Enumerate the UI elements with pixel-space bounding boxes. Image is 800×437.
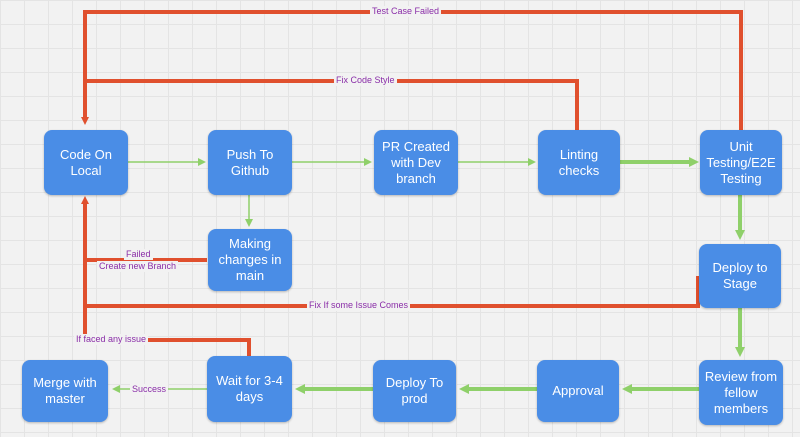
node-making-changes[interactable]: Making changes in main — [208, 229, 292, 291]
node-deploy-to-stage[interactable]: Deploy to Stage — [699, 244, 781, 308]
label-create-new-branch: Create new Branch — [97, 261, 179, 272]
node-merge[interactable]: Merge with master — [22, 360, 108, 422]
node-approval[interactable]: Approval — [537, 360, 619, 422]
label-if-faced-issue: If faced any issue — [74, 334, 149, 345]
edge-faced-issue-loop — [83, 306, 251, 356]
node-code-on-local[interactable]: Code On Local — [44, 130, 128, 195]
label-failed: Failed — [124, 249, 153, 260]
node-review[interactable]: Review from fellow members — [699, 360, 783, 425]
node-wait[interactable]: Wait for 3-4 days — [207, 356, 292, 422]
edge-fix-if-issue-loop — [81, 196, 700, 308]
label-success: Success — [130, 384, 169, 395]
node-push-to-github[interactable]: Push To Github — [208, 130, 292, 195]
label-test-case-failed: Test Case Failed — [370, 6, 442, 17]
node-linting-checks[interactable]: Linting checks — [538, 130, 620, 195]
edge-test-failed-loop — [81, 10, 743, 130]
node-deploy-to-prod[interactable]: Deploy To prod — [373, 360, 456, 422]
node-pr-created[interactable]: PR Created with Dev branch — [374, 130, 458, 195]
label-fix-if-issue: Fix If some Issue Comes — [307, 300, 411, 311]
edge-fix-code-style-loop — [85, 79, 579, 130]
node-unit-testing[interactable]: Unit Testing/E2E Testing — [700, 130, 782, 195]
label-fix-code-style: Fix Code Style — [334, 75, 397, 86]
